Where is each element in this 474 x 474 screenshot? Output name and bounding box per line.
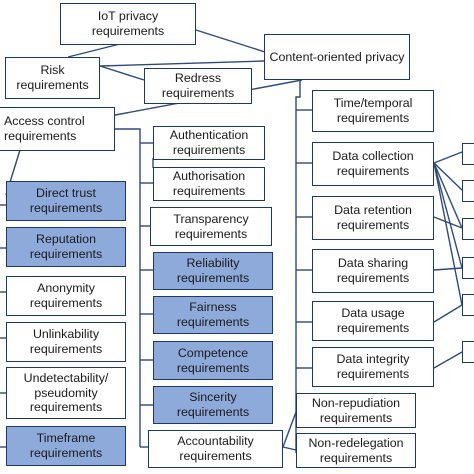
node-anonymity-requirements: Anonymity requirements: [6, 276, 126, 316]
node-data-integrity-requirements: Data integrity requirements: [312, 347, 434, 387]
node-undetectability-requirements: Undetectability/ pseudomity requirements: [6, 367, 126, 419]
edge-collection-r4: [433, 162, 463, 269]
node-unlinkability-requirements: Unlinkability requirements: [6, 322, 126, 362]
node-access-control-requirements: Access control requirements: [0, 107, 115, 151]
node-data-retention-requirements: Data retention requirements: [312, 196, 434, 240]
edge-trunk-nonredeleg: [282, 446, 297, 451]
node-data-usage-requirements: Data usage requirements: [312, 301, 434, 341]
node-transparency-requirements: Transparency requirements: [150, 207, 272, 246]
edge-retention-r: [433, 216, 463, 229]
node-data-collection-requirements: Data collection requirements: [312, 142, 434, 186]
node-iot-privacy-requirements: IoT privacy requirements: [60, 3, 196, 45]
edge-access-spine: [115, 128, 141, 447]
node-redress-requirements: Redress requirements: [144, 68, 252, 104]
node-edge-fragment-5: [462, 294, 474, 316]
node-reliability-requirements: Reliability requirements: [153, 252, 273, 290]
edge-root-content: [195, 29, 266, 53]
edge-risk-content: [99, 60, 265, 67]
edge-sharing-r: [433, 267, 463, 271]
node-reputation-requirements: Reputation requirements: [6, 227, 126, 267]
node-authentication-requirements: Authentication requirements: [153, 126, 265, 160]
edge-collection-r2: [433, 162, 463, 191]
edge-collection-r1: [433, 151, 463, 164]
node-time-temporal-requirements: Time/temporal requirements: [312, 90, 434, 132]
node-edge-fragment-2: [462, 180, 474, 202]
edge-root-risk: [67, 43, 121, 58]
node-non-redelegation-requirements: Non-redelegation requirements: [296, 433, 416, 468]
edge-collection-r3: [433, 162, 463, 229]
node-sincerity-requirements: Sincerity requirements: [153, 386, 273, 424]
node-edge-fragment-6: [462, 341, 474, 363]
edge-content-trunk: [295, 80, 301, 453]
edge-usage-r: [433, 304, 463, 323]
node-edge-fragment-4: [462, 257, 474, 279]
edge-risk-redress: [99, 65, 145, 81]
node-risk-requirements: Risk requirements: [5, 57, 100, 99]
node-edge-fragment-1: [462, 143, 474, 165]
node-accountability-requirements: Accountability requirements: [148, 430, 283, 468]
node-competence-requirements: Competence requirements: [153, 341, 273, 380]
node-timeframe-requirements: Timeframe requirements: [6, 426, 126, 466]
edge-trunk-nonrep: [282, 411, 297, 448]
node-edge-fragment-3: [462, 218, 474, 240]
node-fairness-requirements: Fairness requirements: [153, 296, 273, 334]
edge-collection-r5: [433, 162, 463, 306]
edge-integrity-r: [433, 351, 463, 369]
node-data-sharing-requirements: Data sharing requirements: [312, 249, 434, 293]
node-direct-trust-requirements: Direct trust requirements: [6, 181, 126, 221]
node-authorisation-requirements: Authorisation requirements: [153, 167, 265, 201]
node-non-repudiation-requirements: Non-repudiation requirements: [296, 393, 416, 428]
node-content-oriented-privacy: Content-oriented privacy: [264, 34, 410, 80]
